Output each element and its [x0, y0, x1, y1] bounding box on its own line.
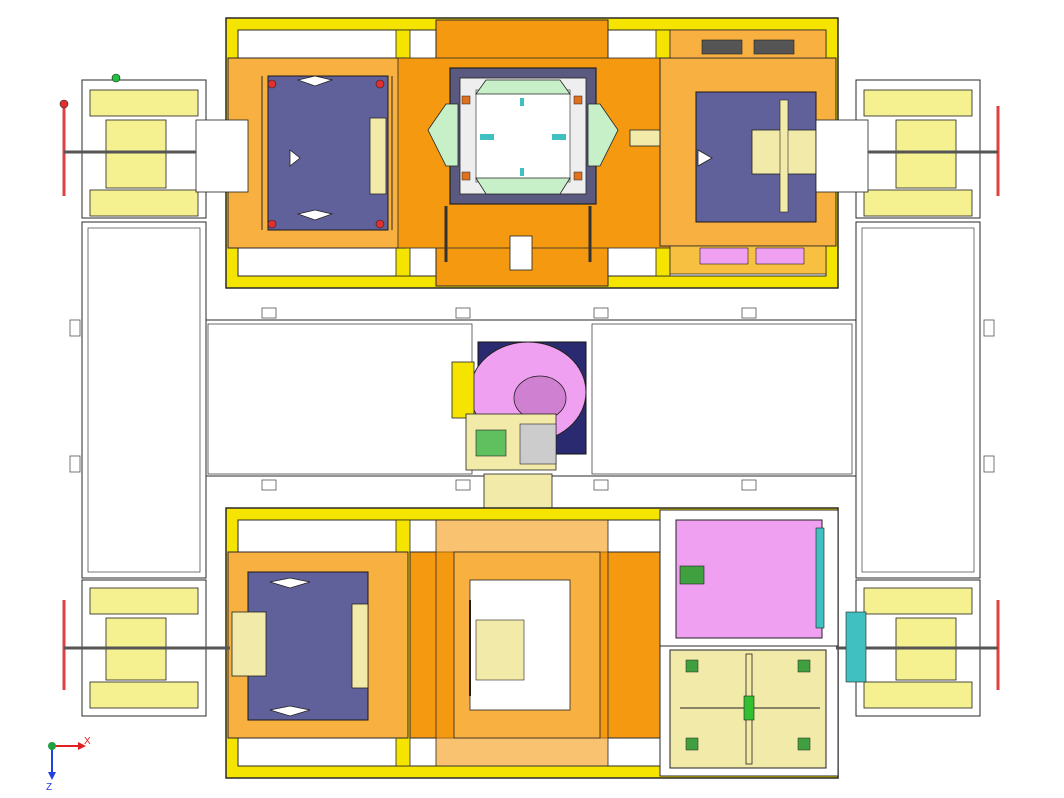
- clamp-bottom-left: [62, 579, 230, 717]
- right-side-panel: [855, 221, 981, 579]
- top-left-pallet: [227, 57, 407, 249]
- left-side-panel: [81, 221, 207, 579]
- triad-z-label: Z: [46, 782, 52, 793]
- mounting-bolts: [69, 307, 995, 491]
- bottom-right-lower-pallet: [659, 645, 839, 777]
- top-right-pallet: [659, 29, 837, 275]
- bottom-right-pallet: [659, 509, 839, 647]
- clamp-top-left: [59, 73, 249, 219]
- bottom-left-pallet: [227, 551, 409, 739]
- orientation-triad: X Z: [46, 736, 91, 793]
- top-center-fixture: [397, 19, 671, 287]
- clamp-top-right: [815, 79, 1000, 219]
- bottom-center-fixture: [409, 519, 661, 767]
- clamp-bottom-right: [836, 579, 1000, 717]
- triad-x-label: X: [84, 736, 91, 747]
